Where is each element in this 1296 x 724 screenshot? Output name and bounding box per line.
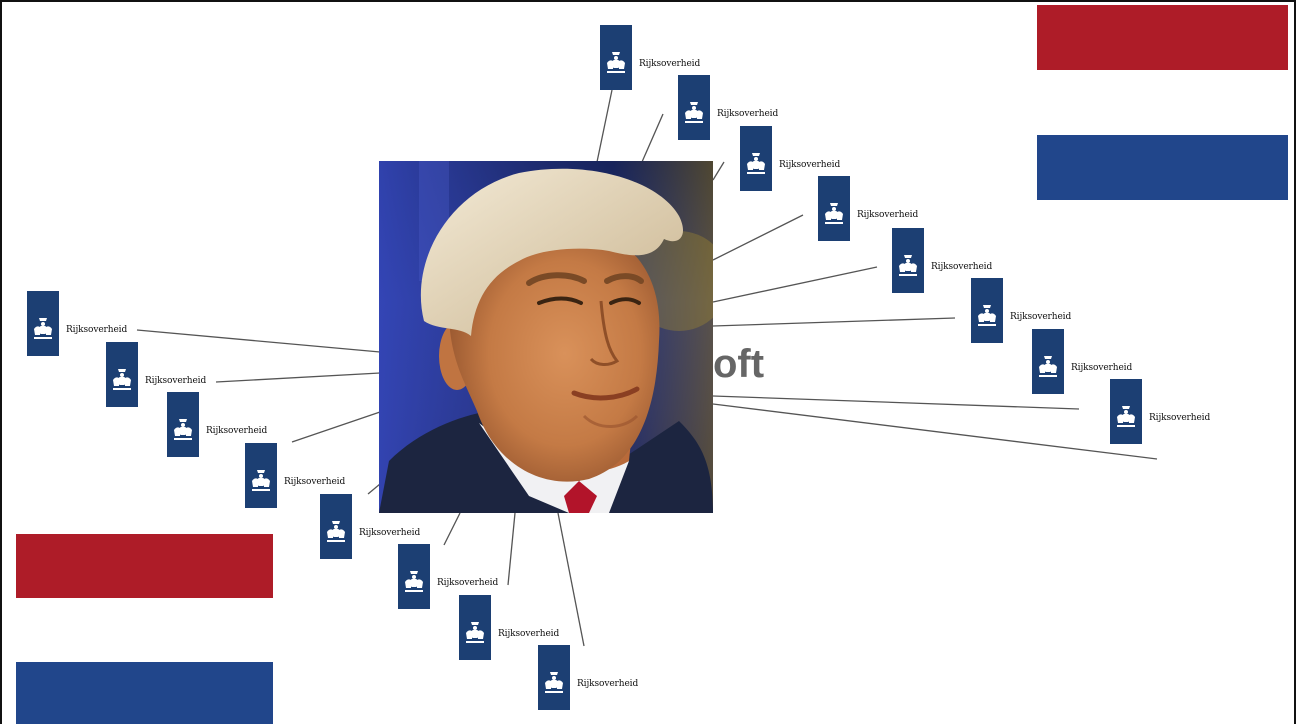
logo-wordmark: Rijksoverheid xyxy=(1010,312,1072,322)
coat-of-arms-icon xyxy=(600,25,632,90)
logo-wordmark: Rijksoverheid xyxy=(359,528,421,538)
portrait-photo xyxy=(379,161,713,513)
coat-of-arms-icon xyxy=(398,544,430,609)
logo-wordmark: Rijksoverheid xyxy=(857,210,919,220)
netherlands-flag-bottom-left xyxy=(16,534,273,724)
coat-of-arms-icon xyxy=(1032,329,1064,394)
rijksoverheid-logo: Rijksoverheid xyxy=(740,126,840,191)
logo-wordmark: Rijksoverheid xyxy=(437,578,499,588)
rijksoverheid-logo: Rijksoverheid xyxy=(459,595,559,660)
rijksoverheid-logo: Rijksoverheid xyxy=(167,392,267,457)
rijksoverheid-logo: Rijksoverheid xyxy=(245,443,345,508)
coat-of-arms-icon xyxy=(538,645,570,710)
logo-wordmark: Rijksoverheid xyxy=(1071,363,1133,373)
logo-wordmark: Rijksoverheid xyxy=(206,426,268,436)
coat-of-arms-icon xyxy=(740,126,772,191)
logo-wordmark: Rijksoverheid xyxy=(931,262,993,272)
coat-of-arms-icon xyxy=(27,291,59,356)
coat-of-arms-icon xyxy=(678,75,710,140)
coat-of-arms-icon xyxy=(818,176,850,241)
rijksoverheid-logo: Rijksoverheid xyxy=(1110,379,1210,444)
coat-of-arms-icon xyxy=(1110,379,1142,444)
logo-wordmark: Rijksoverheid xyxy=(577,679,639,689)
coat-of-arms-icon xyxy=(106,342,138,407)
rijksoverheid-logo: Rijksoverheid xyxy=(600,25,700,90)
rijksoverheid-logo: Rijksoverheid xyxy=(818,176,918,241)
coat-of-arms-icon xyxy=(167,392,199,457)
partial-title-text: oft xyxy=(713,342,765,386)
rijksoverheid-logo: Rijksoverheid xyxy=(1032,329,1132,394)
logo-wordmark: Rijksoverheid xyxy=(639,59,701,69)
portrait-illustration xyxy=(379,161,713,513)
rijksoverheid-logo: Rijksoverheid xyxy=(27,291,127,356)
logo-wordmark: Rijksoverheid xyxy=(498,629,560,639)
logo-wordmark: Rijksoverheid xyxy=(145,376,207,386)
rijksoverheid-logo: Rijksoverheid xyxy=(320,494,420,559)
logo-wordmark: Rijksoverheid xyxy=(284,477,346,487)
rijksoverheid-logo: Rijksoverheid xyxy=(678,75,778,140)
logo-wordmark: Rijksoverheid xyxy=(779,160,841,170)
rijksoverheid-logo: Rijksoverheid xyxy=(398,544,498,609)
coat-of-arms-icon xyxy=(459,595,491,660)
coat-of-arms-icon xyxy=(892,228,924,293)
rijksoverheid-logo: Rijksoverheid xyxy=(971,278,1071,343)
rijksoverheid-logo: Rijksoverheid xyxy=(538,645,638,710)
coat-of-arms-icon xyxy=(245,443,277,508)
netherlands-flag-top-right xyxy=(1037,5,1288,200)
rijksoverheid-logo: Rijksoverheid xyxy=(892,228,992,293)
logo-wordmark: Rijksoverheid xyxy=(1149,413,1211,423)
coat-of-arms-icon xyxy=(320,494,352,559)
rijksoverheid-logo: Rijksoverheid xyxy=(106,342,206,407)
logo-wordmark: Rijksoverheid xyxy=(66,325,128,335)
coat-of-arms-icon xyxy=(971,278,1003,343)
logo-wordmark: Rijksoverheid xyxy=(717,109,779,119)
